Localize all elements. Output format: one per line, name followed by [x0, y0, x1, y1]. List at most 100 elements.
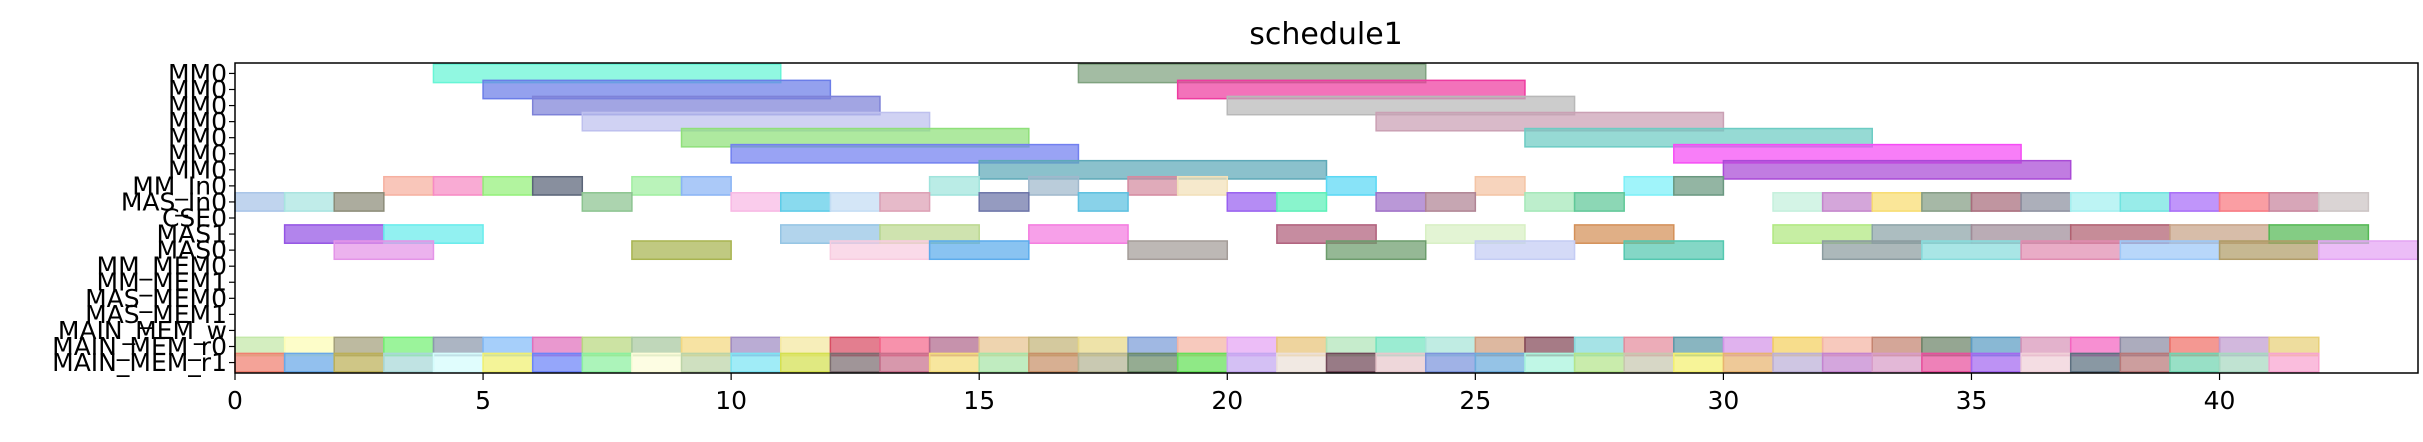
- task-bar: [482, 352, 534, 373]
- y-tick-label: MAIN_MEM_r1: [52, 348, 227, 377]
- task-bar: [1821, 192, 1873, 212]
- task-bar: [1325, 240, 1427, 261]
- task-bar: [680, 352, 732, 373]
- task-bar: [730, 143, 1080, 164]
- task-bar: [1821, 240, 1923, 261]
- task-bar: [2119, 192, 2171, 212]
- task-bar: [1176, 175, 1229, 196]
- task-bar: [2119, 240, 2221, 261]
- task-bars: [234, 63, 2419, 373]
- x-tick-label: 20: [1211, 386, 1243, 415]
- task-bar: [730, 192, 782, 212]
- task-bar: [2119, 352, 2171, 373]
- task-bar: [2218, 240, 2320, 261]
- task-bar: [1474, 352, 1526, 373]
- task-bar: [2218, 192, 2270, 212]
- task-bar: [978, 352, 1030, 373]
- task-bar: [879, 352, 931, 373]
- task-bar: [1028, 224, 1129, 244]
- task-bar: [2169, 192, 2221, 212]
- task-bar: [1424, 352, 1477, 373]
- task-bar: [1176, 352, 1229, 373]
- task-bar: [1077, 192, 1129, 212]
- y-tick-label: MAS1: [157, 220, 227, 249]
- task-bar: [1375, 192, 1427, 212]
- chart-title: schedule1: [1249, 17, 1403, 52]
- x-tick-label: 35: [1956, 386, 1988, 415]
- task-bar: [1921, 192, 1973, 212]
- task-bar: [1127, 240, 1229, 261]
- task-bar: [978, 192, 1030, 212]
- task-bar: [1573, 192, 1625, 212]
- task-bar: [1722, 352, 1774, 373]
- task-bar: [531, 352, 584, 373]
- task-bar: [928, 240, 1030, 261]
- task-bar: [1226, 352, 1278, 373]
- task-bar: [1871, 352, 1923, 373]
- task-bar: [383, 352, 435, 373]
- x-tick-label: 10: [715, 386, 747, 415]
- task-bar: [2318, 192, 2370, 212]
- plot-frame: [234, 62, 2419, 374]
- y-tick-label: MAIN_MEM_w: [58, 316, 227, 345]
- task-bar: [2318, 240, 2419, 261]
- task-bar: [2069, 352, 2122, 373]
- task-bar: [1772, 192, 1824, 212]
- y-tick-label: MM_MEM0: [97, 252, 227, 281]
- y-tick-label: MM0: [168, 107, 227, 136]
- task-bar: [383, 175, 435, 196]
- task-bar: [432, 175, 484, 196]
- task-bar: [1276, 352, 1328, 373]
- y-tick-label: CSE0: [162, 204, 227, 233]
- task-bar: [2169, 352, 2221, 373]
- task-bar: [1325, 352, 1377, 373]
- task-bar: [333, 192, 385, 212]
- task-bar: [1673, 352, 1725, 373]
- task-bar: [1970, 352, 2022, 373]
- x-tick-label: 5: [475, 386, 491, 415]
- x-tick-label: 25: [1459, 386, 1491, 415]
- task-bar: [928, 352, 980, 373]
- task-bar: [829, 352, 881, 373]
- task-bar: [2020, 352, 2072, 373]
- task-bar: [333, 240, 435, 261]
- task-bar: [283, 352, 335, 373]
- y-tick-label: MM_In0: [132, 171, 227, 200]
- task-bar: [1623, 175, 1675, 196]
- task-bar: [631, 175, 683, 196]
- task-bar: [1276, 192, 1328, 212]
- task-bar: [1474, 240, 1576, 261]
- task-bar: [234, 352, 286, 373]
- y-tick-label: MM_MEM1: [97, 268, 227, 297]
- task-bar: [1226, 192, 1278, 212]
- x-tick-label: 40: [2204, 386, 2236, 415]
- task-bar: [1375, 352, 1427, 373]
- task-bar: [780, 192, 832, 212]
- task-bar: [879, 192, 931, 212]
- task-bar: [1772, 352, 1824, 373]
- x-tick-label: 0: [227, 386, 243, 415]
- task-bar: [1028, 175, 1080, 196]
- x-tick-label: 15: [963, 386, 995, 415]
- task-bar: [1077, 352, 1129, 373]
- y-tick-label: MAIN_MEM_r0: [52, 332, 227, 361]
- task-bar: [680, 175, 732, 196]
- task-bar: [482, 175, 534, 196]
- task-bar: [1474, 175, 1526, 196]
- y-tick-label: MAS0: [157, 236, 227, 265]
- task-bar: [581, 192, 633, 212]
- y-tick-label: MM0: [168, 139, 227, 168]
- task-bar: [1127, 175, 1179, 196]
- task-bar: [1524, 192, 1576, 212]
- task-bar: [631, 352, 683, 373]
- task-bar: [2268, 352, 2320, 373]
- task-bar: [283, 192, 335, 212]
- task-bar: [1524, 352, 1576, 373]
- y-tick-label: MAS_In0: [121, 187, 227, 216]
- task-bar: [432, 352, 484, 373]
- task-bar: [1921, 240, 2022, 261]
- y-tick-label: MM0: [168, 155, 227, 184]
- y-tick-label: MM0: [168, 91, 227, 120]
